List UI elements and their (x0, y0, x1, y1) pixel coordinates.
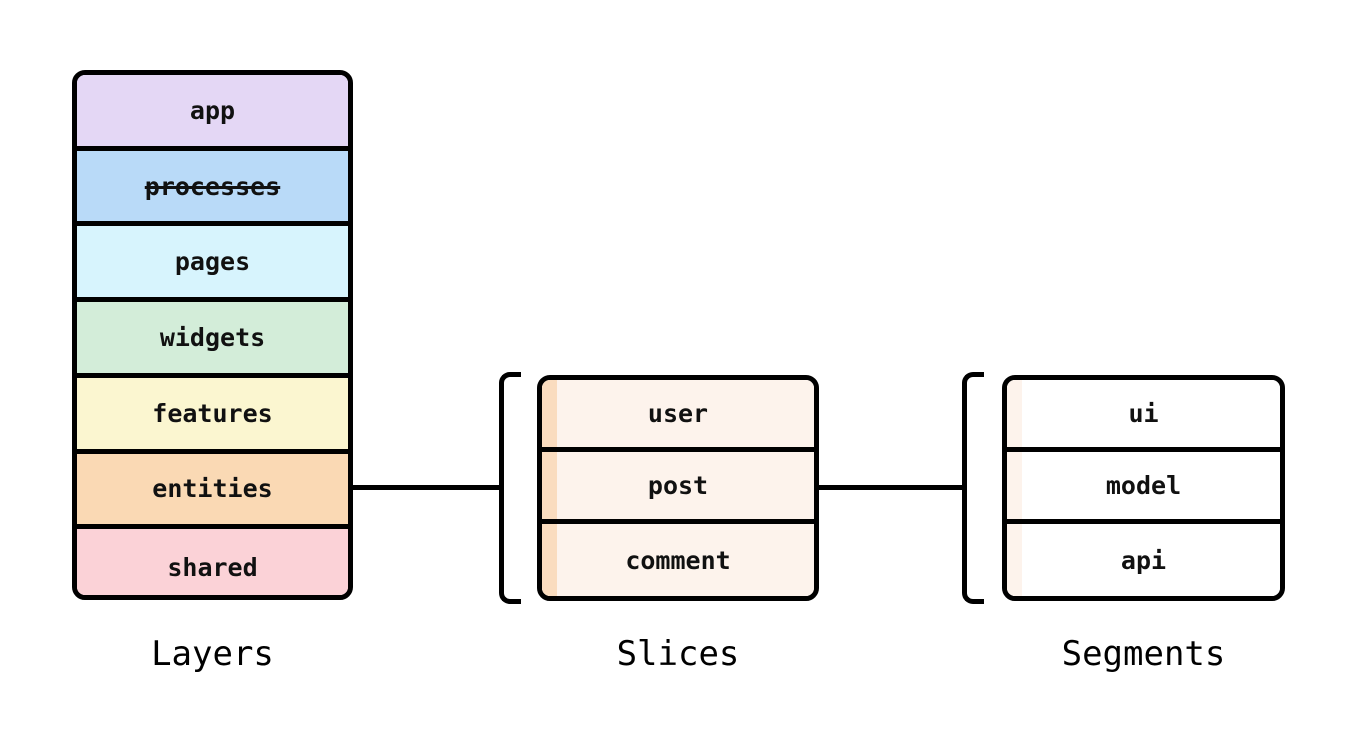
layer-label-pages: pages (174, 247, 251, 277)
segments-box: ui model api (1002, 375, 1285, 601)
layer-label-app: app (189, 95, 236, 125)
caption-segments: Segments (1061, 634, 1226, 674)
segments-bracket (962, 372, 984, 604)
layer-row-shared[interactable]: shared (77, 529, 348, 595)
slice-label-comment: comment (625, 545, 731, 575)
slice-accent-strip (542, 380, 557, 447)
slice-label-user: user (647, 399, 709, 428)
caption-layers: Layers (151, 634, 274, 674)
layers-box: app processes pages widgets features ent… (72, 70, 353, 600)
layer-label-widgets: widgets (159, 322, 266, 352)
segment-row-api[interactable]: api (1007, 524, 1280, 596)
slice-row-user[interactable]: user (542, 380, 814, 452)
caption-slices: Slices (616, 634, 740, 674)
layer-row-features[interactable]: features (77, 377, 348, 454)
segment-row-ui[interactable]: ui (1007, 380, 1280, 452)
slice-label-post: post (647, 471, 709, 500)
layer-row-app[interactable]: app (77, 75, 348, 151)
layer-label-entities: entities (152, 474, 273, 504)
segment-accent-strip (1007, 524, 1022, 596)
layer-row-pages[interactable]: pages (77, 226, 348, 303)
slices-bracket (499, 372, 521, 604)
segment-label-api: api (1120, 545, 1167, 575)
segment-row-model[interactable]: model (1007, 452, 1280, 524)
segment-accent-strip (1007, 452, 1022, 519)
layer-row-processes[interactable]: processes (77, 150, 348, 227)
layer-row-entities[interactable]: entities (77, 453, 348, 530)
connector-entities-to-slices (350, 485, 502, 490)
slice-row-post[interactable]: post (542, 452, 814, 524)
layer-label-processes: processes (144, 171, 281, 201)
layer-row-widgets[interactable]: widgets (77, 302, 348, 378)
slice-row-comment[interactable]: comment (542, 524, 814, 596)
segment-label-model: model (1105, 471, 1182, 500)
layer-label-features: features (152, 398, 273, 428)
connector-post-to-segments (815, 485, 965, 490)
slice-accent-strip (542, 524, 557, 596)
slice-accent-strip (542, 452, 557, 519)
layer-label-shared: shared (167, 552, 258, 582)
segment-accent-strip (1007, 380, 1022, 447)
slices-box: user post comment (537, 375, 819, 601)
segment-label-ui: ui (1128, 399, 1159, 428)
